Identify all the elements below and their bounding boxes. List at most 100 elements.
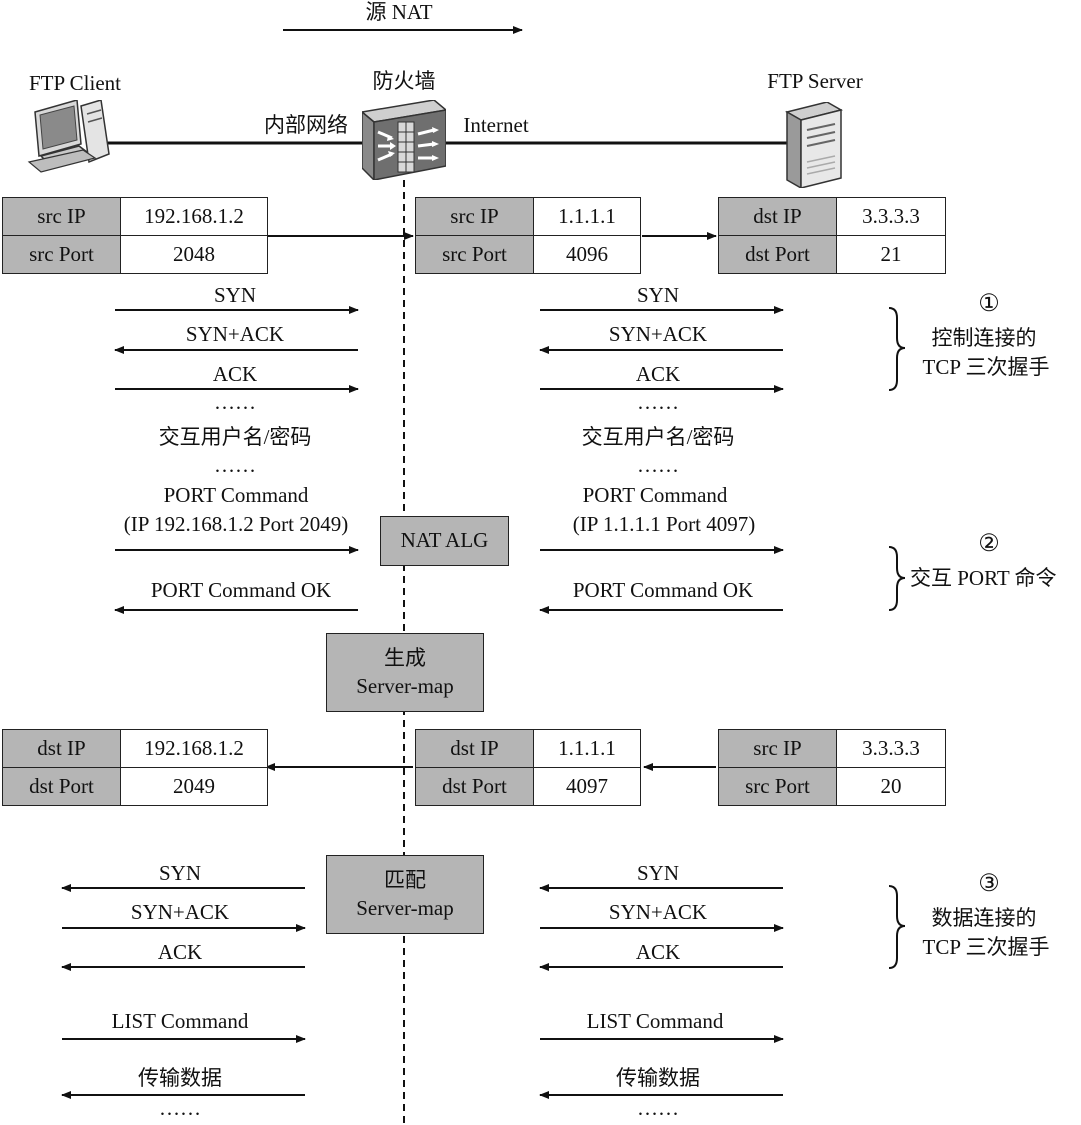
table-value: 4097: [533, 767, 641, 806]
table-value: 1.1.1.1: [533, 197, 641, 236]
table-key: src Port: [718, 767, 837, 806]
internet-label: Internet: [463, 113, 529, 137]
p3-dots-left: ……: [159, 1096, 201, 1120]
p1-dots2-left: ……: [214, 453, 256, 477]
nat-alg-label: NAT ALG: [400, 528, 489, 553]
firewall-icon: [362, 100, 446, 180]
p3-synack-label-left: SYN+ACK: [130, 900, 230, 924]
brace-phase3: [888, 885, 906, 969]
nat-direction-label: 源 NAT: [365, 0, 433, 24]
p1-syn-label-left: SYN: [213, 283, 257, 307]
server-map-label: Server-map: [356, 673, 454, 698]
p1-auth-label-left: 交互用户名/密码: [158, 425, 312, 449]
server-map-label: Server-map: [356, 895, 454, 920]
table-value: 2049: [120, 767, 268, 806]
firewall-label: 防火墙: [372, 69, 436, 93]
table-key: dst Port: [2, 767, 121, 806]
table-key: dst Port: [415, 767, 534, 806]
client-pc-icon: [27, 100, 110, 173]
phase3-number: ③: [978, 871, 1000, 897]
phase2-desc: 交互 PORT 命令: [910, 566, 1057, 590]
p3-ack-label-left: ACK: [157, 940, 203, 964]
p2-port-cmd-left: PORT Command: [163, 483, 309, 507]
p2-ok-label-left: PORT Command OK: [150, 578, 332, 602]
table-key: dst IP: [2, 729, 121, 768]
table-value: 2048: [120, 235, 268, 274]
p2-ok-label-right: PORT Command OK: [572, 578, 754, 602]
p3-list-label-right: LIST Command: [586, 1009, 724, 1033]
p2-port-param-right: (IP 1.1.1.1 Port 4097): [572, 512, 756, 536]
table-key: src IP: [718, 729, 837, 768]
table-value: 192.168.1.2: [120, 197, 268, 236]
brace-phase1: [888, 307, 906, 391]
table-key: dst IP: [718, 197, 837, 236]
table-key: src Port: [2, 235, 121, 274]
table-key: dst Port: [718, 235, 837, 274]
p3-list-label-left: LIST Command: [111, 1009, 249, 1033]
phase3-desc-line1: 数据连接的: [931, 906, 1037, 930]
ftp-server-label: FTP Server: [767, 69, 863, 93]
p3-ack-label-right: ACK: [635, 940, 681, 964]
table-value: 21: [836, 235, 946, 274]
p1-ack-label-left: ACK: [212, 362, 258, 386]
table-value: 192.168.1.2: [120, 729, 268, 768]
match-server-map-box: 匹配 Server-map: [326, 855, 484, 934]
server-icon: [785, 102, 843, 188]
p1-synack-label-left: SYN+ACK: [185, 322, 285, 346]
p3-transfer-label-right: 传输数据: [616, 1066, 700, 1090]
table-value: 1.1.1.1: [533, 729, 641, 768]
phase3-desc-line2: TCP 三次握手: [922, 935, 1050, 959]
p3-transfer-label-left: 传输数据: [138, 1066, 222, 1090]
p1-dots-left: ……: [214, 390, 256, 414]
p1-dots-right: ……: [637, 390, 679, 414]
match-label: 匹配: [384, 868, 426, 893]
p2-port-cmd-right: PORT Command: [582, 483, 728, 507]
p1-synack-label-right: SYN+ACK: [608, 322, 708, 346]
inner-network-label: 内部网络: [264, 113, 348, 137]
table-value: 3.3.3.3: [836, 729, 946, 768]
generate-label: 生成: [384, 646, 426, 671]
table-key: src Port: [415, 235, 534, 274]
p1-ack-label-right: ACK: [635, 362, 681, 386]
phase2-number: ②: [978, 531, 1000, 557]
table-key: src IP: [2, 197, 121, 236]
phase1-desc-line1: 控制连接的: [931, 326, 1037, 350]
table-key: dst IP: [415, 729, 534, 768]
table-value: 20: [836, 767, 946, 806]
p1-syn-label-right: SYN: [636, 283, 680, 307]
ftp-client-label: FTP Client: [29, 71, 121, 95]
p3-syn-label-left: SYN: [158, 861, 202, 885]
generate-server-map-box: 生成 Server-map: [326, 633, 484, 712]
table-value: 3.3.3.3: [836, 197, 946, 236]
table-key: src IP: [415, 197, 534, 236]
nat-alg-box: NAT ALG: [380, 516, 509, 566]
p2-port-param-left: (IP 192.168.1.2 Port 2049): [123, 512, 349, 536]
p1-dots2-right: ……: [637, 453, 679, 477]
brace-phase2: [888, 546, 906, 611]
p3-synack-label-right: SYN+ACK: [608, 900, 708, 924]
p3-dots-right: ……: [637, 1096, 679, 1120]
phase1-desc-line2: TCP 三次握手: [922, 355, 1050, 379]
p3-syn-label-right: SYN: [636, 861, 680, 885]
table-value: 4096: [533, 235, 641, 274]
p1-auth-label-right: 交互用户名/密码: [581, 425, 735, 449]
